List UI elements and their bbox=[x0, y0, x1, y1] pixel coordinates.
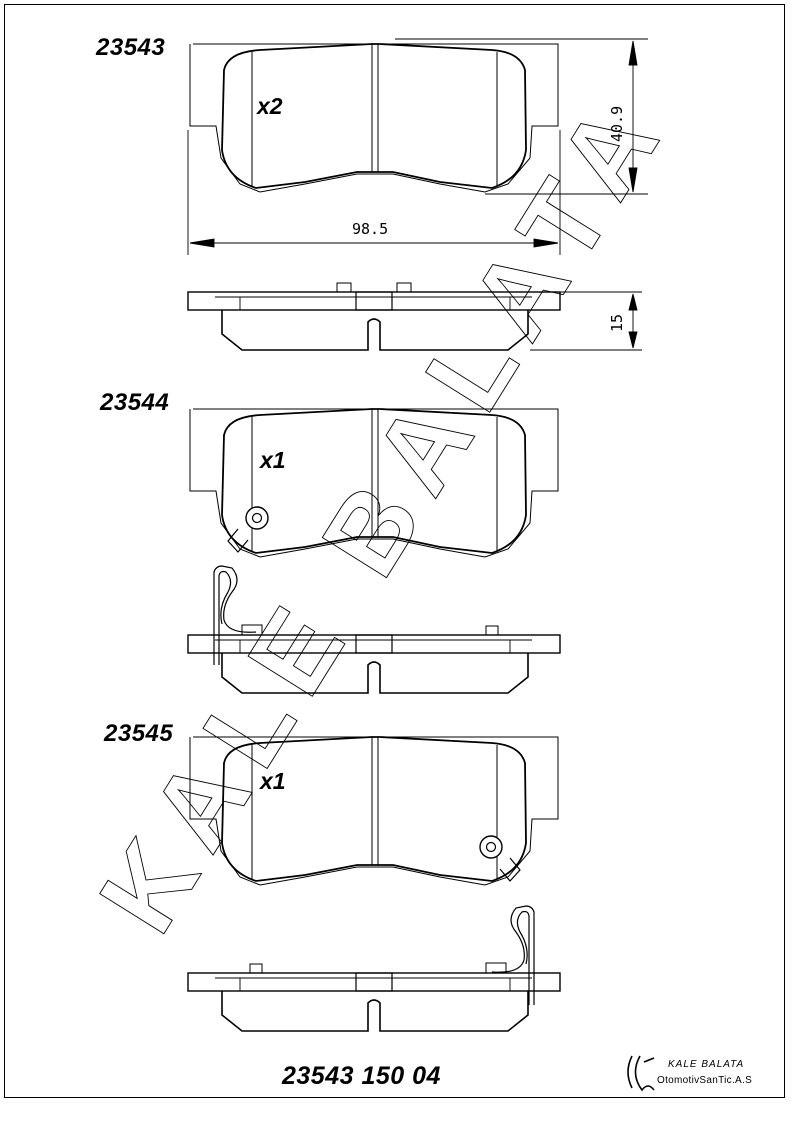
dimension-height bbox=[395, 38, 648, 195]
quantity-23543: x2 bbox=[257, 93, 283, 119]
pad-front-view-23545 bbox=[189, 736, 559, 886]
quantity-23545: x1 bbox=[260, 768, 286, 794]
part-number-23544: 23544 bbox=[100, 389, 170, 416]
footer-reference: 23543 150 04 bbox=[282, 1062, 441, 1090]
dimension-height-label: 40.9 bbox=[608, 105, 626, 142]
pad-front-view-23543 bbox=[189, 43, 559, 193]
wear-sensor-spring-23545 bbox=[491, 905, 535, 1005]
pad-side-view-23545 bbox=[187, 962, 561, 1032]
dimension-width-label: 98.5 bbox=[352, 220, 389, 238]
wear-sensor-clip-left bbox=[227, 506, 269, 553]
wear-sensor-spring-23544 bbox=[213, 565, 257, 665]
pad-side-view-23543 bbox=[187, 282, 561, 351]
logo-company-name: KALE BALATA bbox=[668, 1059, 745, 1070]
part-number-23545: 23545 bbox=[104, 720, 174, 747]
dimension-thickness bbox=[530, 291, 642, 351]
pad-side-view-23544 bbox=[187, 624, 561, 694]
pad-front-view-23544 bbox=[189, 408, 559, 558]
part-number-23543: 23543 bbox=[96, 34, 166, 61]
logo-company-subtitle: OtomotivSanTic.A.S bbox=[657, 1075, 753, 1086]
kale-logo-mark bbox=[627, 1055, 655, 1092]
drawing-frame bbox=[4, 4, 785, 1098]
wear-sensor-clip-right bbox=[479, 835, 521, 882]
dimension-width bbox=[187, 130, 561, 255]
dimension-thickness-label: 15 bbox=[608, 313, 626, 332]
quantity-23544: x1 bbox=[260, 447, 286, 473]
